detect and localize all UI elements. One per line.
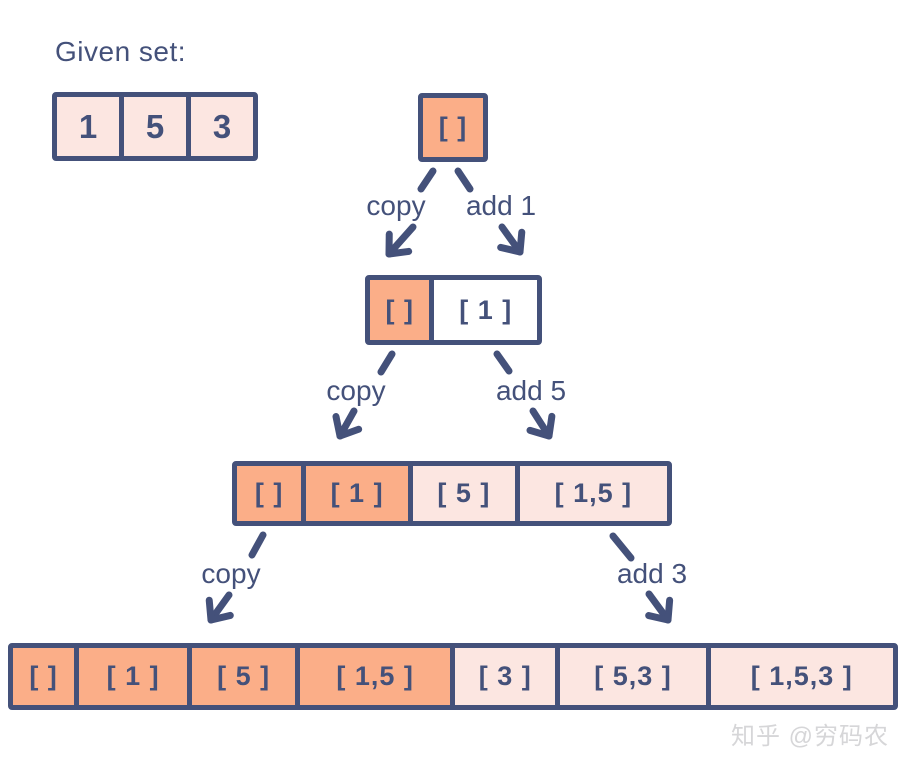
subset-cell: [ 5,3 ]: [555, 648, 706, 705]
subset-cell: [ 3 ]: [450, 648, 556, 705]
subset-cell-text: 3: [212, 107, 232, 145]
subsets-row-level-1: [ ] [ 1 ]: [365, 275, 542, 345]
edge-arrow-add-1: [497, 223, 526, 256]
subset-cell-text: [ ]: [29, 661, 58, 691]
edge-stub-copy-1: [417, 167, 437, 193]
subset-cell-text: 1: [78, 107, 98, 145]
given-set-row: 1 5 3: [52, 92, 258, 161]
subset-cell: 5: [119, 97, 186, 156]
watermark: 知乎 @穷码农: [730, 723, 889, 750]
subset-cell: [ ]: [237, 466, 302, 521]
subset-cell-text: [ 1,5 ]: [336, 661, 414, 691]
subset-cell: 1: [57, 97, 119, 156]
edge-stub-copy-3: [248, 531, 267, 559]
subset-cell: [ 1 ]: [74, 648, 188, 705]
subset-cell-text: [ 1,5 ]: [554, 478, 633, 508]
subset-cell-text: [ 1 ]: [459, 294, 513, 325]
subset-cell-text: [ 1 ]: [106, 661, 160, 691]
given-set-title: Given set:: [55, 36, 187, 67]
subsets-row-level-3: [ ] [ 1 ] [ 5 ] [ 1,5 ] [ 3 ] [ 5,3 ] [ 1,5,3 …: [8, 643, 898, 710]
subset-cell: [ ]: [423, 98, 483, 157]
subset-cell-text: [ ]: [385, 294, 414, 325]
edge-label-add-5: add 5: [495, 375, 567, 406]
subset-cell: [ 1,5 ]: [514, 466, 667, 521]
subsets-row-level-2: [ ] [ 1 ] [ 5 ] [ 1,5 ]: [232, 461, 672, 526]
subset-cell-text: [ 1,5,3 ]: [750, 661, 853, 691]
edge-arrow-add-3: [645, 590, 674, 624]
subsets-row-level-0: [ ]: [418, 93, 488, 162]
edge-stub-add-1: [454, 167, 474, 193]
edge-stub-add-5: [493, 350, 513, 375]
edge-label-copy-1: copy: [366, 190, 426, 221]
subset-cell-text: [ 5,3 ]: [594, 661, 672, 691]
subset-cell-text: [ ]: [254, 478, 284, 508]
subset-cell: [ 5 ]: [187, 648, 296, 705]
subset-cell-text: [ 5 ]: [217, 661, 271, 691]
subset-cell: [ ]: [13, 648, 75, 705]
subset-cell-text: [ 3 ]: [478, 661, 532, 691]
subset-cell-text: 5: [145, 107, 165, 145]
edge-arrow-add-5: [526, 407, 556, 440]
subset-cell-text: [ ]: [438, 112, 468, 142]
subset-cell-text: [ 1 ]: [330, 478, 384, 508]
subset-cell: [ ]: [370, 280, 430, 340]
edge-label-copy-3: copy: [201, 558, 261, 589]
subset-cell: 3: [186, 97, 253, 156]
subset-cell: [ 5 ]: [408, 466, 515, 521]
edge-label-add-3: add 3: [616, 558, 688, 589]
edge-label-add-1: add 1: [465, 190, 537, 221]
edge-stub-add-3: [609, 532, 635, 562]
subset-cell: [ 1 ]: [301, 466, 408, 521]
edge-stub-copy-2: [377, 350, 396, 376]
edge-arrow-copy-3: [205, 591, 234, 624]
edge-label-copy-2: copy: [326, 375, 386, 406]
subset-cell: [ 1,5,3 ]: [705, 648, 893, 705]
subset-cell: [ 1 ]: [429, 280, 537, 340]
edge-arrow-copy-1: [385, 223, 417, 258]
subset-cell: [ 1,5 ]: [295, 648, 451, 705]
edge-arrow-copy-2: [332, 407, 363, 440]
subset-cell-text: [ 5 ]: [437, 478, 491, 508]
